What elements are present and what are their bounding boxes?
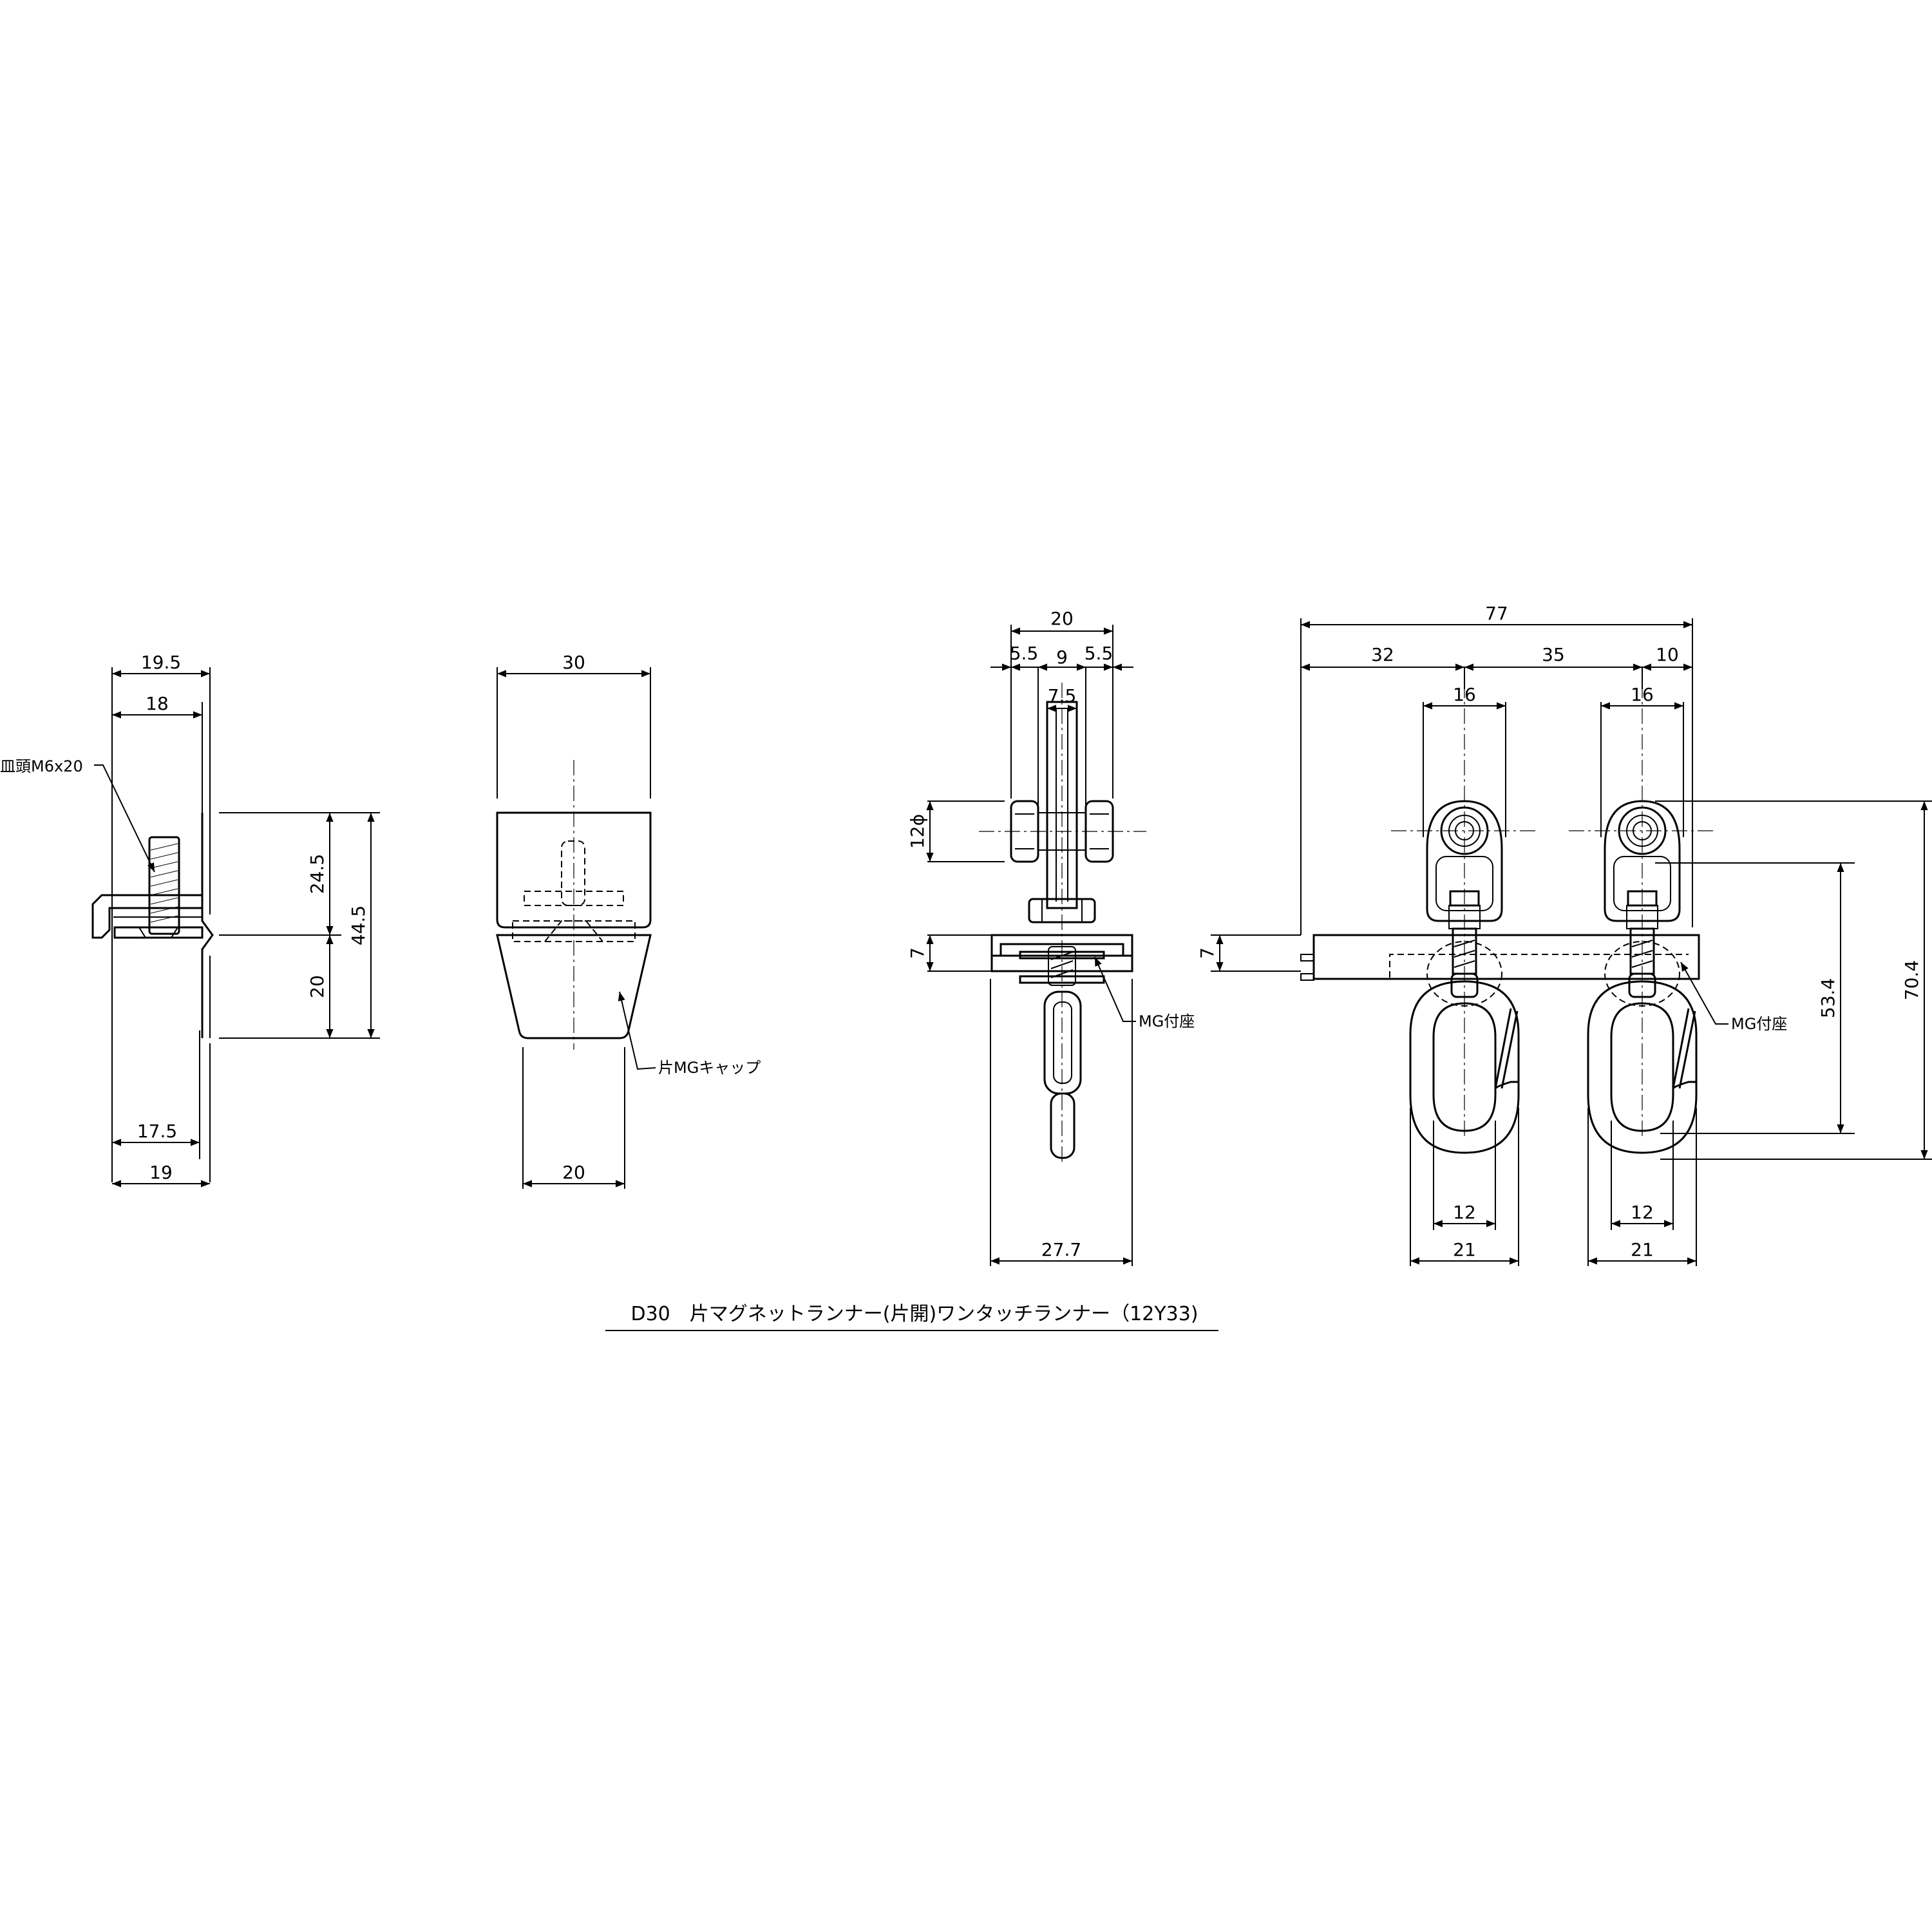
dim-7-5: 7.5 [1048, 685, 1077, 706]
dim-12-left: 12 [1453, 1202, 1476, 1223]
dim-44-5: 44.5 [348, 905, 369, 945]
dim-18: 18 [146, 693, 169, 714]
dim-20: 20 [1050, 608, 1074, 629]
dim-70-4: 70.4 [1901, 960, 1922, 1000]
side-view: 皿頭M6x20 19.5 18 24.5 44.5 20 17.5 19 [0, 652, 380, 1188]
dim-27-7: 27.7 [1041, 1239, 1081, 1260]
dim-19-5: 19.5 [141, 652, 181, 673]
runner-front-view: MG付座 77 32 35 10 16 16 7 53.4 70.4 12 12… [1197, 603, 1932, 1266]
dim-5-5-left: 5.5 [1010, 643, 1039, 664]
runner-end-view: MG付座 20 5.5 9 5.5 7.5 12ϕ 7 27.7 [907, 608, 1195, 1266]
dim-20: 20 [307, 975, 328, 998]
dim-17-5: 17.5 [137, 1121, 177, 1142]
dim-16-right: 16 [1631, 684, 1654, 705]
dim-24-5: 24.5 [307, 854, 328, 894]
dim-77: 77 [1485, 603, 1508, 624]
dim-32: 32 [1371, 644, 1394, 665]
dim-21-left: 21 [1453, 1239, 1476, 1260]
dim-9: 9 [1056, 647, 1068, 668]
screw-callout: 皿頭M6x20 [0, 757, 83, 775]
dim-12-right: 12 [1631, 1202, 1654, 1223]
dim-35: 35 [1542, 644, 1565, 665]
drawing-title: D30 片マグネットランナー(片開)ワンタッチランナー（12Y33) [630, 1303, 1198, 1325]
dim-7: 7 [907, 947, 928, 959]
dim-10: 10 [1656, 644, 1679, 665]
dim-19: 19 [149, 1162, 173, 1183]
cap-callout: 片MGキャップ [658, 1059, 761, 1077]
dim-16-left: 16 [1453, 684, 1476, 705]
dim-12-phi: 12ϕ [907, 814, 928, 849]
title-block: D30 片マグネットランナー(片開)ワンタッチランナー（12Y33) [605, 1303, 1218, 1331]
dim-21-right: 21 [1631, 1239, 1654, 1260]
dim-20: 20 [562, 1162, 585, 1183]
dim-7: 7 [1197, 947, 1218, 959]
seat-callout: MG付座 [1139, 1012, 1195, 1030]
dim-30: 30 [562, 652, 585, 673]
cap-view: 片MGキャップ 30 20 [496, 652, 761, 1189]
seat-callout: MG付座 [1731, 1015, 1787, 1033]
dim-5-5-right: 5.5 [1084, 643, 1113, 664]
dim-53-4: 53.4 [1817, 978, 1839, 1018]
